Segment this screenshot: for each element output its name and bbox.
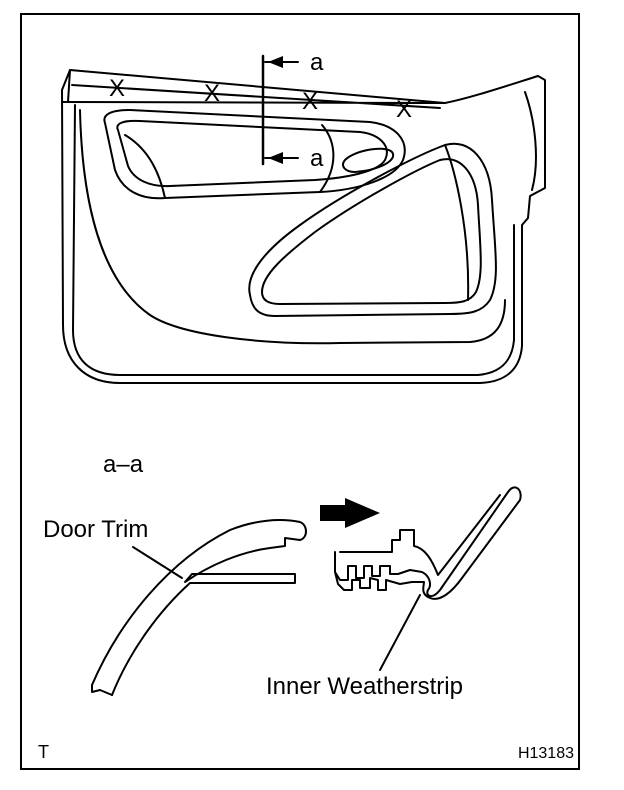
clip-mark-1: X (109, 75, 125, 102)
armrest-contour (79, 109, 506, 345)
panel-top-strip (61, 69, 446, 109)
section-cut-line: a a (261, 49, 324, 172)
section-marker-bottom: a (310, 145, 324, 172)
clip-mark-3: X (302, 88, 318, 115)
section-title: a–a (103, 451, 144, 478)
figure-code: H13183 (518, 745, 574, 762)
door-trim-leader (132, 546, 183, 579)
panel-outer-edge (61, 69, 546, 384)
inner-weatherstrip-label: Inner Weatherstrip (266, 673, 463, 700)
clip-mark-2: X (204, 80, 220, 107)
clip-marks: X X X X (109, 75, 412, 123)
panel-right-edge (524, 91, 537, 191)
inner-handle (342, 147, 395, 173)
door-trim-panel (61, 69, 546, 384)
door-trim-label: Door Trim (43, 516, 148, 543)
section-marker-top: a (310, 49, 324, 76)
section-arrow-top (268, 56, 283, 68)
clip-mark-4: X (396, 96, 412, 123)
inner-weatherstrip-section (334, 486, 522, 600)
inner-weatherstrip-leader (379, 594, 421, 671)
section-arrow-bottom (268, 152, 283, 164)
door-pull-recess (103, 109, 406, 200)
corner-label-left: T (38, 742, 49, 762)
install-direction-arrow (320, 498, 380, 528)
door-trim-section (91, 519, 307, 696)
armrest-pocket (248, 142, 497, 317)
panel-inner-edge (72, 104, 515, 376)
